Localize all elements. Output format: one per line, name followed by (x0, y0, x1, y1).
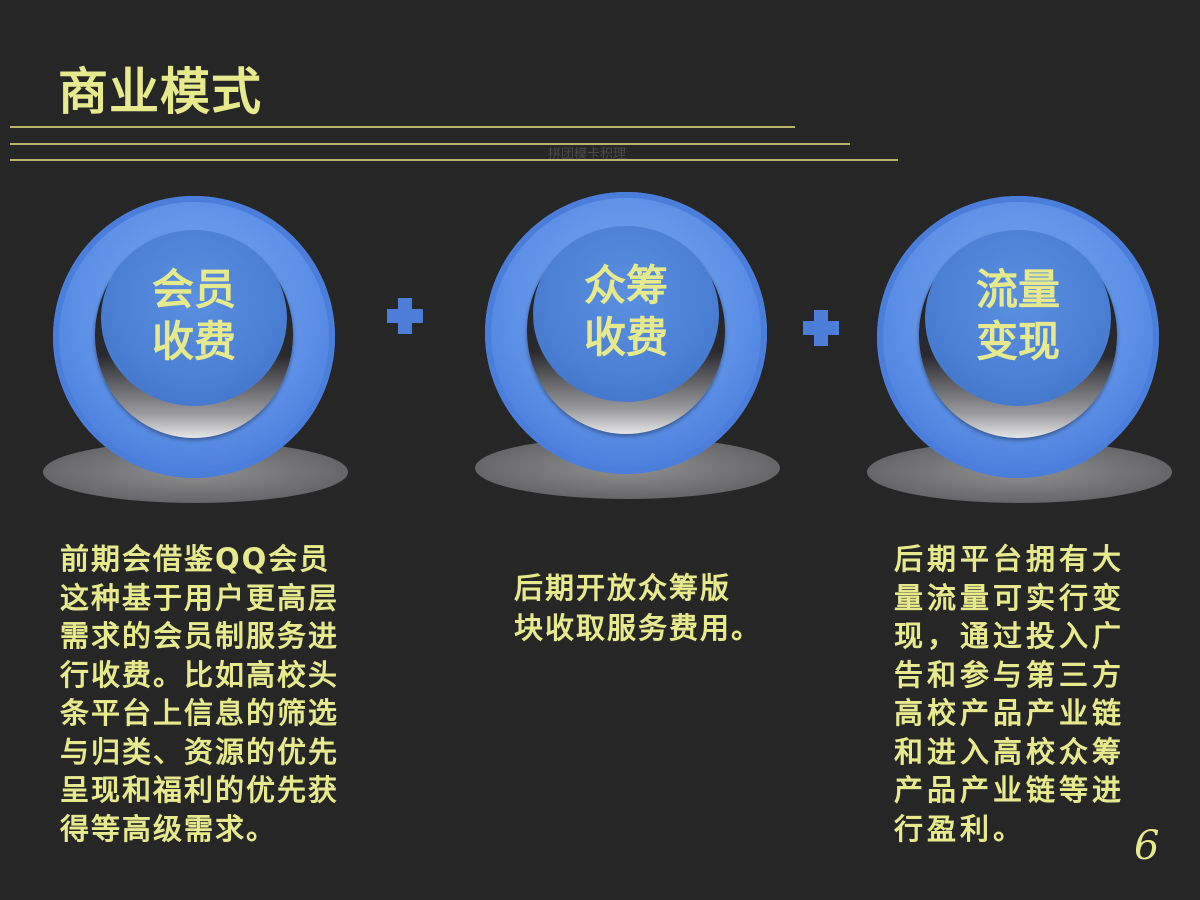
circle-label: 流量 变现 (925, 264, 1111, 368)
title-underline-1 (10, 126, 795, 128)
description-line: 告和参与第三方 (894, 657, 1126, 692)
description-line: 条平台上信息的筛选 (60, 696, 340, 730)
description-line: 行收费。比如高校头 (60, 657, 340, 692)
slide-title: 商业模式 (58, 63, 262, 121)
circle-inner (533, 226, 719, 402)
page-number: 6 (1134, 823, 1160, 869)
description-line: 呈现和福利的优先获 (60, 773, 340, 807)
model-circle-crowdfunding: 众筹 收费 (475, 192, 785, 512)
circle-label-line2: 变现 (975, 317, 1060, 366)
model-circle-traffic: 流量 变现 (867, 196, 1177, 516)
circle-label-line1: 众筹 (583, 261, 668, 310)
description-line: 前期会借鉴QQ会员 (60, 542, 331, 576)
circle-inner (101, 230, 287, 406)
description-line: 和进入高校众筹 (894, 734, 1126, 769)
description-line: 得等高级需求。 (60, 811, 278, 846)
description-line: 产品产业链等进 (894, 773, 1126, 807)
model-circle-membership: 会员 收费 (43, 196, 353, 516)
description-line: 高校产品产业链 (894, 696, 1126, 730)
description-traffic: 后期平台拥有大 量流量可实行变 现，通过投入广 告和参与第三方 高校产品产业链 … (894, 540, 1174, 848)
circle-inner (925, 230, 1111, 406)
description-line: 后期开放众筹版 (514, 571, 732, 605)
description-line: 后期平台拥有大 (894, 542, 1126, 576)
description-line: 现，通过投入广 (894, 619, 1126, 653)
title-underline-2 (10, 143, 850, 145)
description-line: 块收取服务费用。 (514, 611, 763, 645)
circle-label-line2: 收费 (583, 313, 668, 362)
plus-icon (803, 310, 839, 346)
faint-caption: 拼团模卡积理 (548, 147, 627, 162)
circle-label: 会员 收费 (101, 264, 287, 368)
circle-label-line1: 流量 (975, 265, 1060, 314)
description-line: 行盈利。 (894, 811, 1027, 846)
circle-label-line2: 收费 (151, 317, 236, 366)
circle-label: 众筹 收费 (533, 260, 719, 364)
description-line: 需求的会员制服务进 (60, 619, 340, 653)
circle-label-line1: 会员 (151, 265, 236, 314)
plus-icon (387, 298, 423, 334)
description-crowdfunding: 后期开放众筹版 块收取服务费用。 (514, 568, 794, 648)
description-line: 与归类、资源的优先 (60, 734, 340, 769)
description-membership: 前期会借鉴QQ会员 这种基于用户更高层 需求的会员制服务进 行收费。比如高校头 … (60, 540, 390, 848)
title-underline-3 (10, 159, 898, 161)
description-line: 量流量可实行变 (894, 580, 1126, 615)
description-line: 这种基于用户更高层 (60, 580, 340, 615)
